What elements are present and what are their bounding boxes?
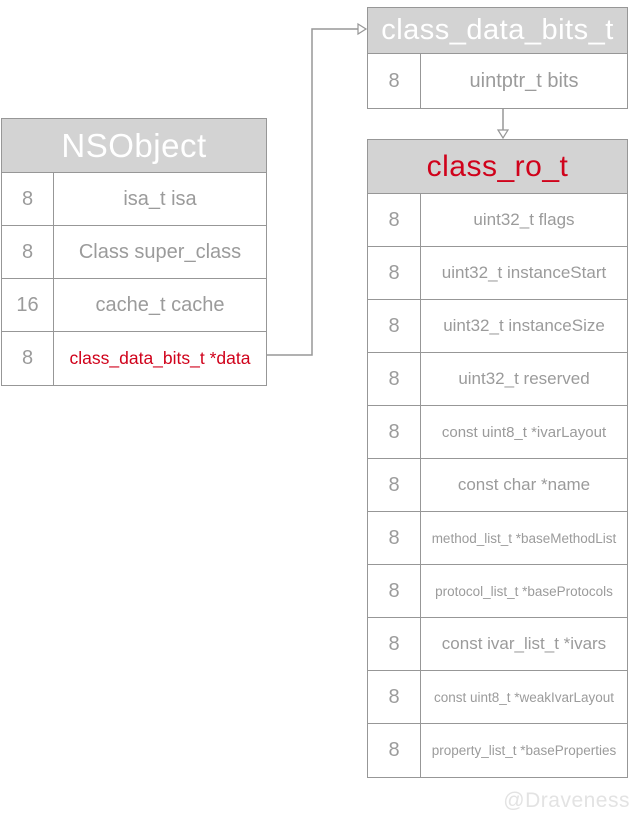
field-label: uint32_t instanceSize (443, 316, 605, 335)
byte-size-cell: 8 (368, 618, 421, 670)
byte-size-cell: 8 (368, 353, 421, 405)
class-ro-struct-table: class_ro_t 8 uint32_t flags 8 uint32_t inst… (367, 139, 628, 778)
struct-row: 8 isa_t isa (2, 173, 266, 226)
byte-size-cell: 8 (368, 512, 421, 564)
field-label: uintptr_t bits (469, 69, 579, 92)
field-label: property_list_t *baseProperties (431, 743, 617, 758)
field-label: class_data_bits_t *data (69, 348, 251, 368)
struct-row: 8 uintptr_t bits (368, 54, 627, 108)
struct-row: 8 method_list_t *baseMethodList (368, 512, 627, 565)
byte-size-cell: 8 (368, 54, 421, 108)
byte-size-cell: 8 (368, 247, 421, 299)
field-label: const char *name (457, 475, 591, 494)
struct-row: 8 protocol_list_t *baseProtocols (368, 565, 627, 618)
byte-size-cell: 8 (2, 173, 54, 225)
field-label: const ivar_list_t *ivars (441, 634, 607, 653)
byte-size-cell: 8 (368, 194, 421, 246)
byte-size-cell: 8 (368, 300, 421, 352)
field-label: protocol_list_t *baseProtocols (435, 583, 613, 599)
struct-row: 8 class_data_bits_t *data (2, 332, 266, 385)
class-ro-table-title: class_ro_t (368, 140, 627, 194)
byte-size-cell: 16 (2, 279, 54, 331)
field-label: cache_t cache (95, 293, 225, 316)
author-watermark: @Draveness (503, 789, 630, 812)
byte-size-cell: 8 (368, 459, 421, 511)
struct-row: 8 Class super_class (2, 226, 266, 279)
field-label: uint32_t flags (473, 210, 575, 229)
byte-size-cell: 8 (368, 565, 421, 617)
class-data-bits-rows: 8 uintptr_t bits (368, 54, 627, 108)
nsobject-table-title: NSObject (2, 119, 266, 173)
arrowhead-right-icon (357, 22, 368, 36)
struct-row: 8 const char *name (368, 459, 627, 512)
field-label: uint32_t instanceStart (441, 263, 607, 282)
struct-row: 8 const ivar_list_t *ivars (368, 618, 627, 671)
connector-data-to-bits (267, 28, 358, 356)
byte-size-cell: 8 (368, 671, 421, 723)
arrowhead-down-icon (496, 129, 510, 140)
struct-row: 16 cache_t cache (2, 279, 266, 332)
class-data-bits-table-title: class_data_bits_t (368, 8, 627, 54)
byte-size-cell: 8 (2, 226, 54, 278)
struct-row: 8 uint32_t instanceStart (368, 247, 627, 300)
class-ro-rows: 8 uint32_t flags 8 uint32_t instanceStart 8 u… (368, 194, 627, 777)
struct-row: 8 const uint8_t *weakIvarLayout (368, 671, 627, 724)
field-label: const uint8_t *weakIvarLayout (433, 689, 615, 705)
byte-size-cell: 8 (368, 406, 421, 458)
struct-row: 8 uint32_t flags (368, 194, 627, 247)
byte-size-cell: 8 (368, 724, 421, 777)
struct-row: 8 uint32_t reserved (368, 353, 627, 406)
field-label: isa_t isa (123, 187, 197, 210)
byte-size-cell: 8 (2, 332, 54, 385)
field-label: Class super_class (78, 240, 242, 263)
struct-row: 8 const uint8_t *ivarLayout (368, 406, 627, 459)
class-data-bits-struct-table: class_data_bits_t 8 uintptr_t bits (367, 7, 628, 109)
struct-row: 8 uint32_t instanceSize (368, 300, 627, 353)
field-label: uint32_t reserved (458, 369, 590, 388)
struct-row: 8 property_list_t *baseProperties (368, 724, 627, 777)
field-label: const uint8_t *ivarLayout (441, 423, 607, 441)
field-label: method_list_t *baseMethodList (431, 530, 617, 546)
